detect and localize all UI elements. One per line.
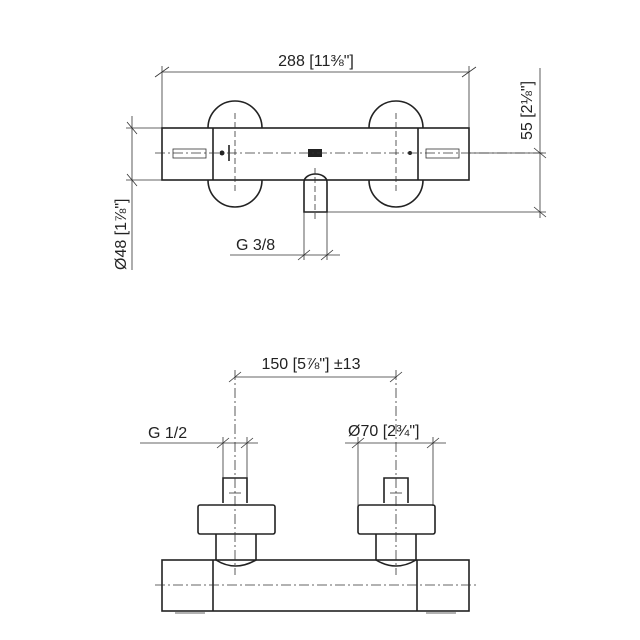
spacing-dimension-label: 150 [5⅞"] ±13 (262, 356, 361, 373)
inlet-thread-dimension: G 1/2 (140, 425, 258, 478)
diameter-dimension-label: Ø48 [1⅞"] (113, 199, 130, 271)
outlet-thread-label: G 3/8 (236, 237, 275, 254)
front-view: 150 [5⅞"] ±13 G 1/2 Ø70 [2¾"] (140, 356, 478, 614)
inlet-thread-label: G 1/2 (148, 425, 187, 442)
width-dimension: 288 [11⅜"] (154, 53, 477, 128)
width-dimension-label: 288 [11⅜"] (278, 53, 354, 70)
top-view: 288 [11⅜"] 55 [2⅛"] Ø48 [1⅞"] (113, 53, 547, 270)
outlet-thread-dimension: G 3/8 (230, 212, 340, 261)
knob-diameter-label: Ø70 [2¾"] (348, 423, 420, 440)
knob-diameter-dimension: Ø70 [2¾"] (345, 423, 446, 506)
top-body (155, 100, 545, 220)
spacing-dimension: 150 [5⅞"] ±13 (228, 356, 403, 383)
height-dimension-label: 55 [2⅛"] (519, 81, 536, 140)
left-knob (197, 477, 276, 567)
right-knob (357, 477, 436, 567)
front-body (155, 559, 478, 614)
height-dimension: 55 [2⅛"] (327, 68, 547, 218)
diameter-dimension: Ø48 [1⅞"] (113, 116, 162, 270)
